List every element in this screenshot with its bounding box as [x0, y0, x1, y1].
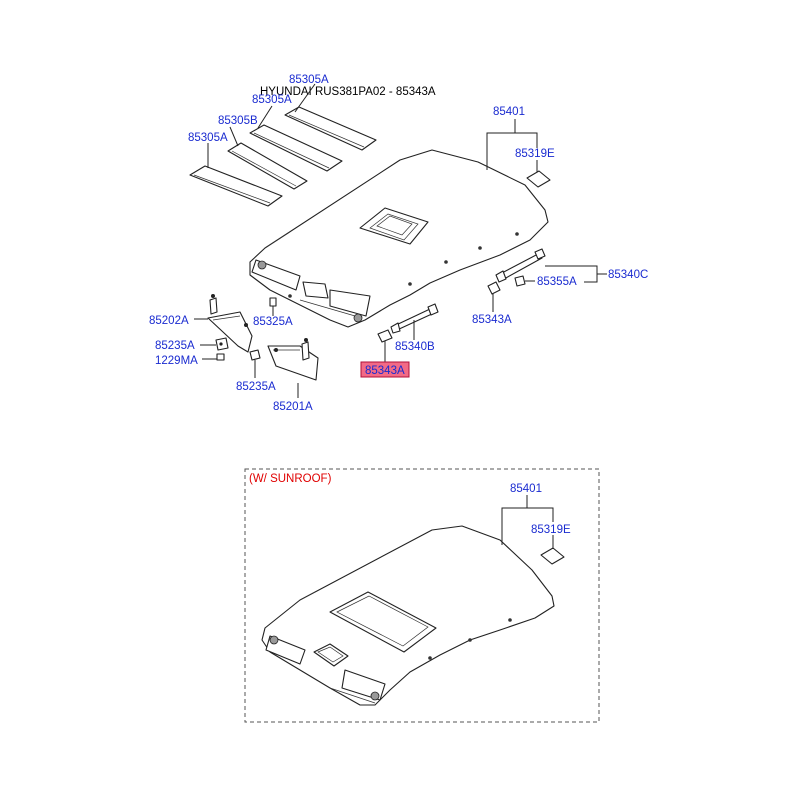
- sunroof-variant-label: (W/ SUNROOF): [249, 473, 332, 485]
- sunroof-variant-box: [244, 468, 600, 723]
- callout-85325A[interactable]: 85325A: [253, 316, 293, 328]
- callout-1229MA[interactable]: 1229MA: [155, 355, 198, 367]
- sunvisor-85202A[interactable]: [207, 294, 253, 353]
- callout-85202A[interactable]: 85202A: [149, 315, 189, 327]
- headliner-main[interactable]: [249, 149, 549, 328]
- strip-85305B[interactable]: [227, 142, 308, 190]
- callout-85235A-bottom[interactable]: 85235A: [236, 381, 276, 393]
- callout-85401-sunroof[interactable]: 85401: [510, 483, 542, 495]
- callout-85340B[interactable]: 85340B: [395, 341, 435, 353]
- sunvisor-85201A[interactable]: [267, 338, 319, 381]
- callout-85305A-top[interactable]: 85305A: [289, 74, 329, 86]
- strip-85305A-top[interactable]: [284, 106, 377, 151]
- callout-85305A-left[interactable]: 85305A: [188, 132, 228, 144]
- callout-85319E[interactable]: 85319E: [515, 148, 555, 160]
- strip-85305A-mid[interactable]: [249, 124, 343, 172]
- callout-85305B[interactable]: 85305B: [218, 115, 258, 127]
- headliner-sunroof[interactable]: [261, 525, 555, 706]
- bolt-85325A[interactable]: [269, 297, 277, 307]
- callout-85235A-left[interactable]: 85235A: [155, 340, 195, 352]
- callout-85355A[interactable]: 85355A: [537, 276, 577, 288]
- sunshade-strips[interactable]: [189, 106, 377, 207]
- assist-handle-85340B[interactable]: [390, 303, 439, 334]
- callout-85305A-mid[interactable]: 85305A: [252, 94, 292, 106]
- patch-85319E[interactable]: [526, 170, 551, 188]
- selected-part-highlight[interactable]: [360, 361, 410, 378]
- clip-85235A-bottom[interactable]: [249, 349, 261, 361]
- callout-85343A-selected[interactable]: 85343A: [365, 365, 405, 377]
- cap-85343A-selected[interactable]: [377, 329, 393, 343]
- callout-85340C[interactable]: 85340C: [608, 269, 648, 281]
- callout-85401[interactable]: 85401: [493, 106, 525, 118]
- callout-85343A-right[interactable]: 85343A: [472, 314, 512, 326]
- patch-85319E-sunroof[interactable]: [540, 547, 565, 565]
- diagram-title: HYUNDAI RUS381PA02 - 85343A: [260, 86, 436, 98]
- screw-1229MA[interactable]: [216, 353, 225, 361]
- callout-85201A[interactable]: 85201A: [273, 401, 313, 413]
- cap-85343A-right[interactable]: [487, 281, 501, 295]
- clip-85355A[interactable]: [514, 275, 526, 287]
- strip-85305A-left[interactable]: [189, 165, 283, 207]
- assist-handle-85340C[interactable]: [495, 248, 546, 283]
- callout-85319E-sunroof[interactable]: 85319E: [531, 524, 571, 536]
